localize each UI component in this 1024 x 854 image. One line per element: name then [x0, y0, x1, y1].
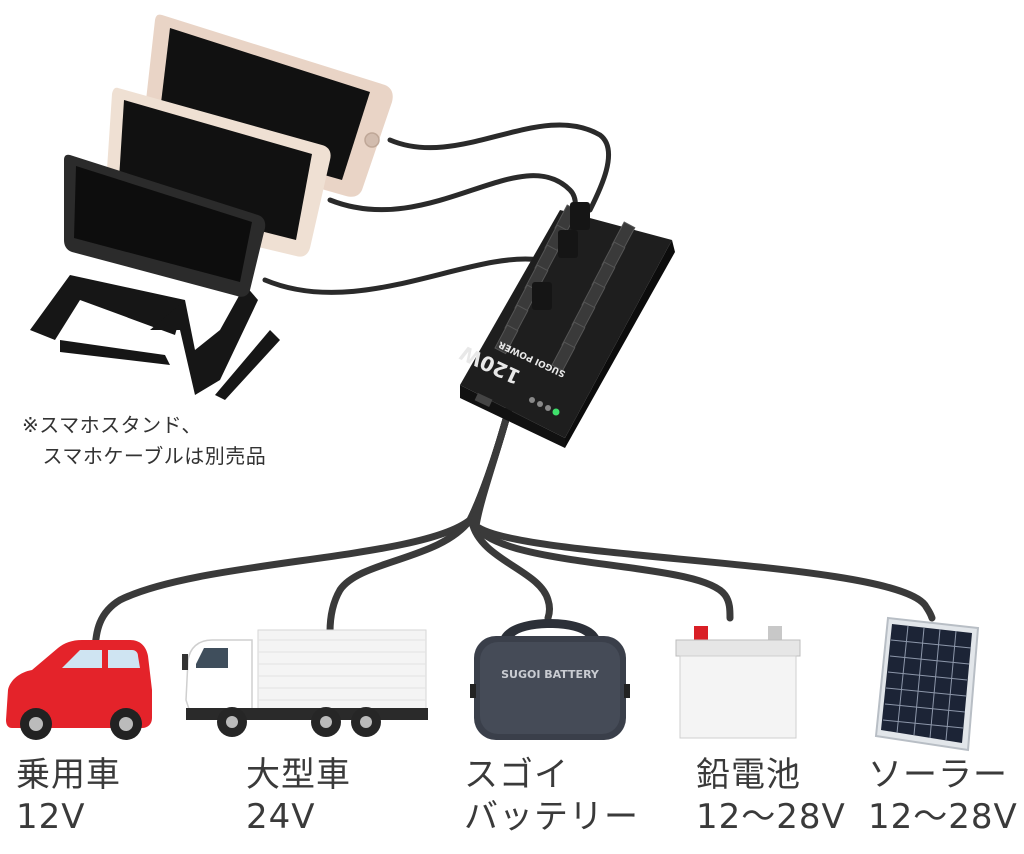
- portable-battery-icon: SUGOI BATTERY: [470, 619, 630, 740]
- source-label-car: 乗用車 12V: [16, 754, 121, 838]
- car-icon: [6, 640, 152, 740]
- source-label-truck: 大型車 24V: [246, 754, 351, 838]
- source-name: 大型車: [246, 755, 351, 795]
- source-name: スゴイ: [464, 755, 569, 795]
- battery-brand-text: SUGOI BATTERY: [501, 668, 600, 681]
- usb-hub: SUGOI POWER 120W: [456, 202, 675, 448]
- source-name: 乗用車: [16, 755, 121, 795]
- solar-panel-icon: [874, 616, 980, 752]
- truck-icon: [182, 629, 428, 737]
- phones: [64, 14, 393, 297]
- source-label-sugoi-battery: スゴイ バッテリー: [464, 754, 639, 838]
- source-label-lead-battery: 鉛電池 12〜28V: [696, 754, 846, 838]
- source-label-solar: ソーラー 12〜28V: [868, 754, 1018, 838]
- lead-battery-icon: [675, 626, 801, 739]
- source-voltage: 24V: [246, 797, 316, 837]
- power-cables: [91, 401, 936, 659]
- source-voltage: バッテリー: [464, 797, 639, 837]
- phone-stand: [30, 275, 280, 400]
- source-name: 鉛電池: [696, 755, 801, 795]
- accessory-note: ※スマホスタンド、 スマホケーブルは別売品: [22, 410, 266, 472]
- source-name: ソーラー: [868, 755, 1008, 795]
- phone-black: [64, 154, 266, 297]
- accessory-note-line2: スマホケーブルは別売品: [22, 444, 267, 468]
- accessory-note-line1: ※スマホスタンド、: [22, 413, 202, 437]
- source-voltage: 12V: [16, 797, 86, 837]
- source-voltage: 12〜28V: [696, 797, 846, 837]
- source-voltage: 12〜28V: [868, 797, 1018, 837]
